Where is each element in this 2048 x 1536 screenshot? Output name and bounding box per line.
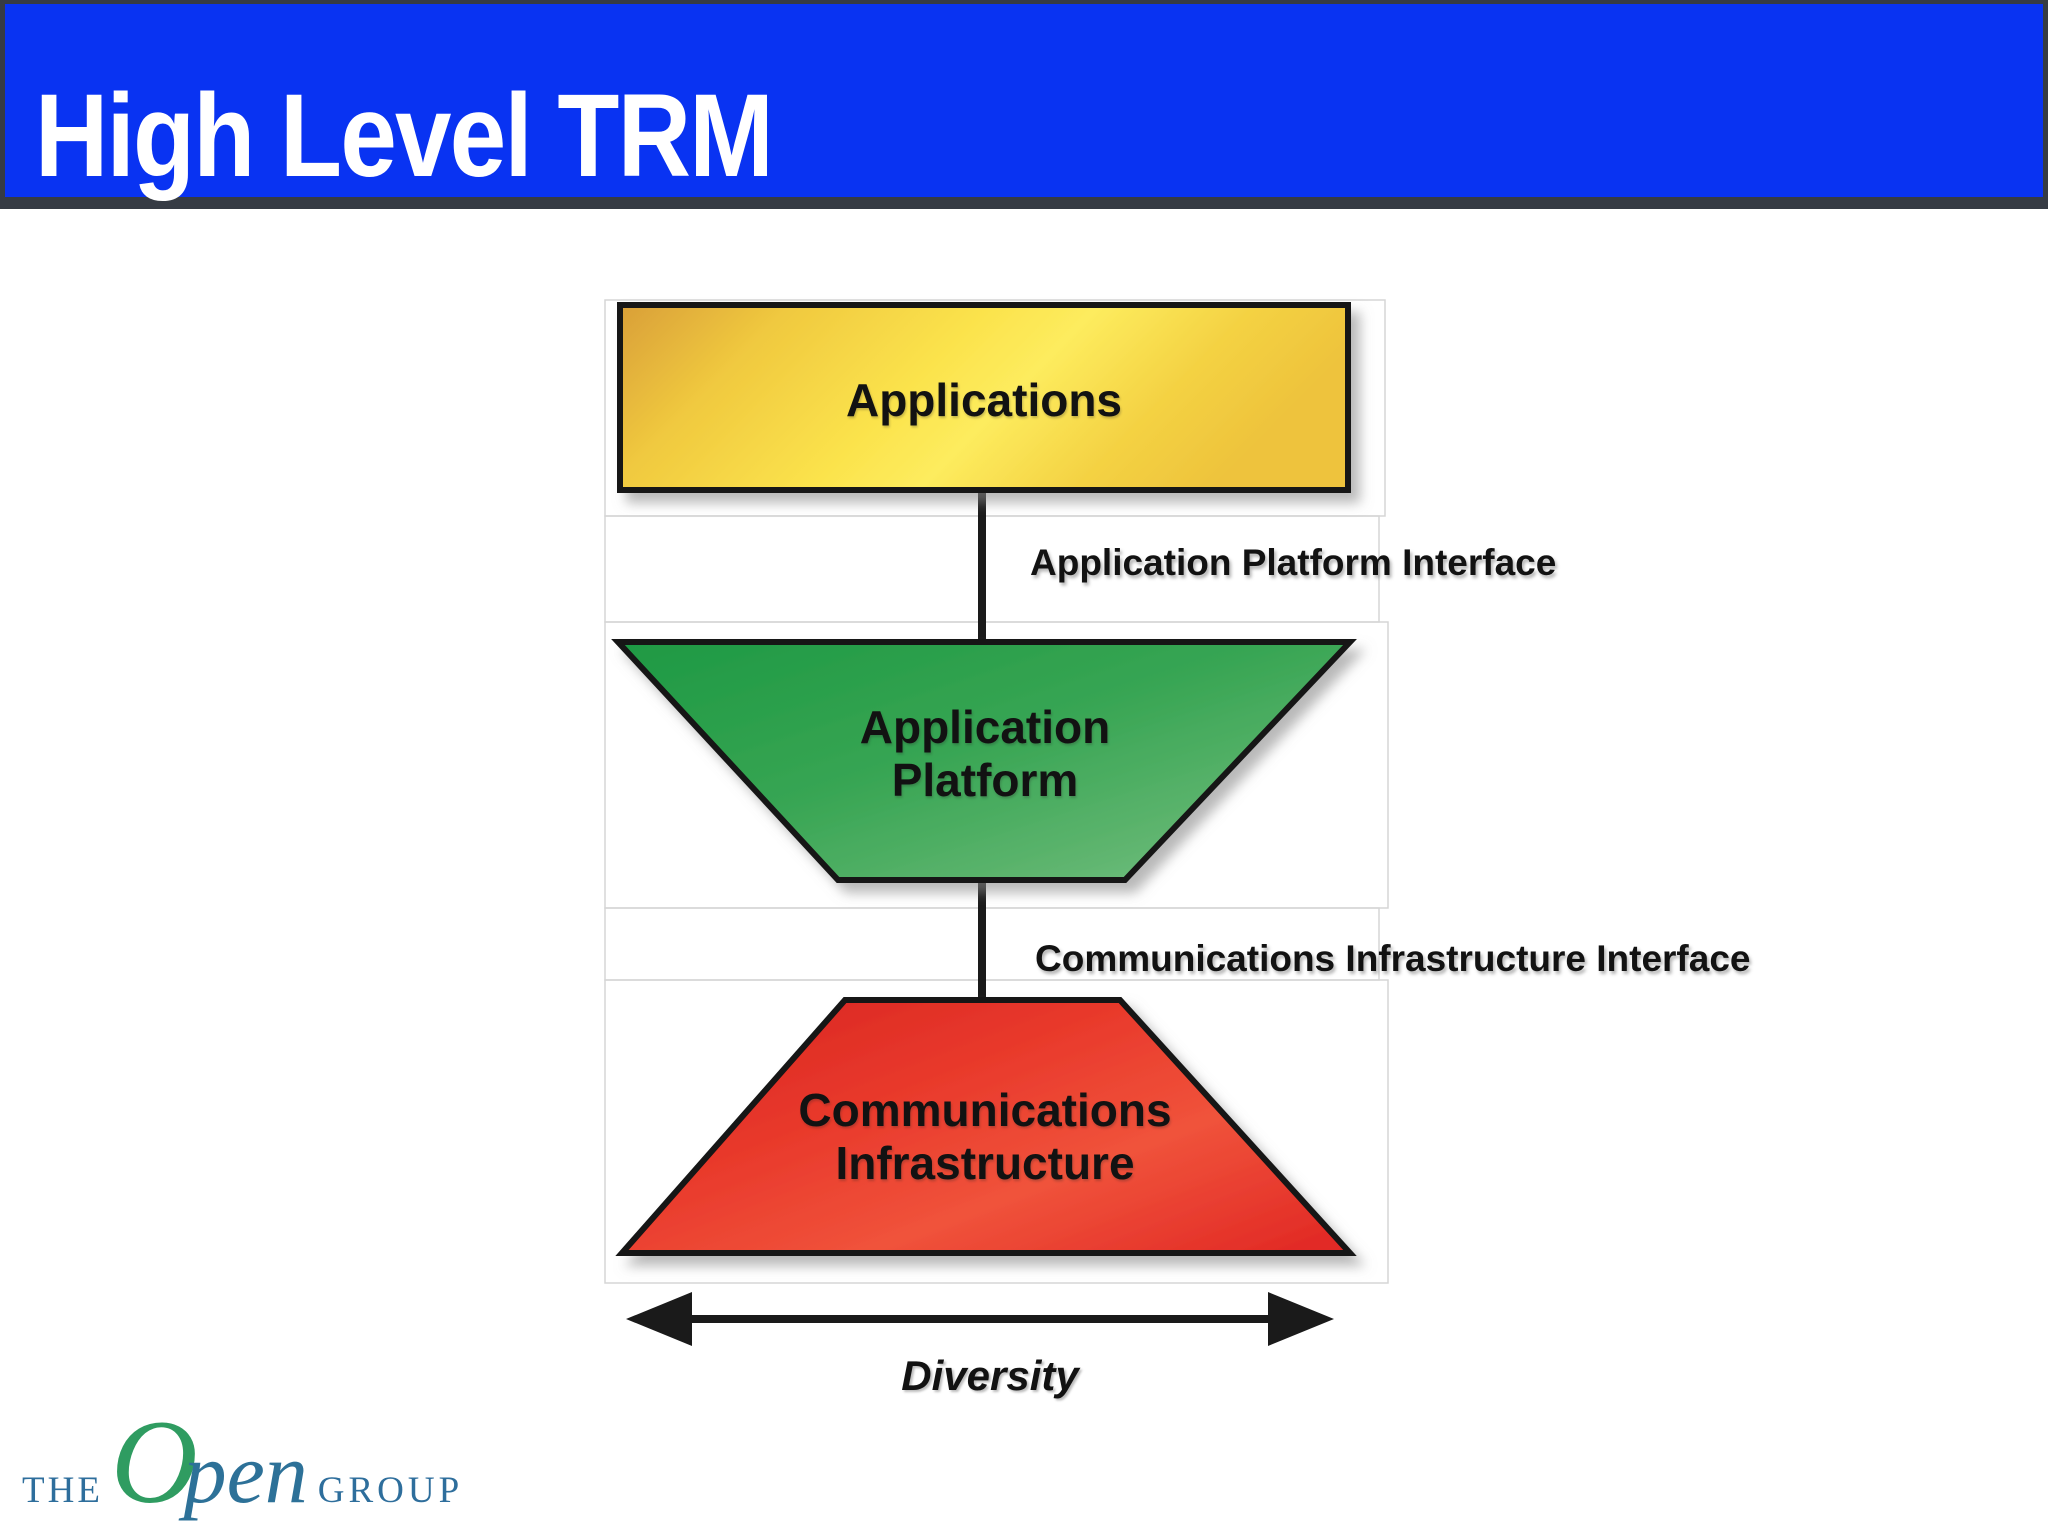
panel-outline-infrastructure: [604, 979, 1389, 1284]
logo-open-pen-text: pen: [183, 1425, 308, 1521]
title-bar: High Level TRM: [0, 0, 2048, 209]
communications-infrastructure-label: Communications Infrastructure: [700, 1084, 1270, 1190]
logo-open-o-swash: O: [110, 1395, 198, 1528]
application-platform-trapezoid: [611, 639, 1357, 883]
application-platform-interface-label: Application Platform Interface: [1030, 542, 1557, 583]
diversity-label: Diversity: [901, 1352, 1079, 1399]
logo-group-text: GROUP: [317, 1470, 464, 1511]
diversity-arrow: [626, 1292, 1334, 1346]
logo-the-text: THE: [22, 1470, 103, 1511]
connector-api-line: [978, 488, 986, 646]
open-group-logo: THE O pen GROUP: [22, 1395, 464, 1528]
application-platform-label-line2: Platform: [891, 754, 1079, 806]
applications-box: [617, 302, 1351, 493]
applications-label: Applications: [845, 374, 1123, 426]
diversity-arrow-right-head: [1268, 1292, 1334, 1346]
panel-outlines: [604, 299, 1389, 1284]
communications-infrastructure-trapezoid: [615, 997, 1357, 1256]
diversity-arrow-left-head: [626, 1292, 692, 1346]
application-platform-label-line1: Application: [859, 701, 1111, 753]
communications-infrastructure-interface-label: Communications Infrastructure Interface: [1035, 938, 1751, 979]
diversity-arrow-line: [660, 1315, 1300, 1323]
slide-title: High Level TRM: [35, 70, 774, 202]
communications-infrastructure-label-line1: Communications: [798, 1084, 1172, 1136]
connector-cii-line: [978, 876, 986, 1004]
communications-infrastructure-label-line2: Infrastructure: [835, 1137, 1135, 1189]
application-platform-label: Application Platform: [700, 701, 1270, 807]
